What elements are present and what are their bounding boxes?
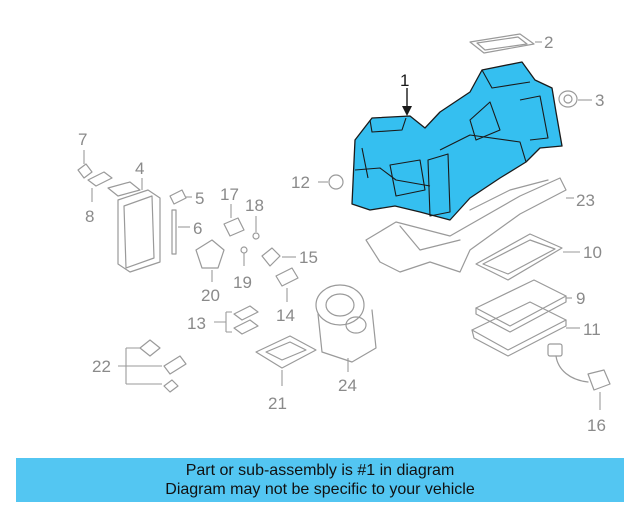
part-13-clips: 13 xyxy=(187,305,259,335)
label-10: 10 xyxy=(583,243,602,262)
part-6-tube: 6 xyxy=(171,209,202,255)
info-banner: Part or sub-assembly is #1 in diagram Di… xyxy=(16,458,624,502)
part-4-heater-core: 4 xyxy=(107,159,161,273)
part-17-actuator: 17 xyxy=(220,185,245,237)
part-12-clip: 12 xyxy=(291,173,344,192)
label-17: 17 xyxy=(220,185,239,204)
part-5-clamp: 5 xyxy=(169,189,204,208)
label-6: 6 xyxy=(193,219,202,238)
part-2-gasket: 2 xyxy=(469,33,553,54)
part-16-harness: 16 xyxy=(547,343,611,435)
label-23: 23 xyxy=(576,191,595,210)
part-9-filter: 9 xyxy=(475,279,585,333)
label-4: 4 xyxy=(135,159,144,178)
part-23-duct: 23 xyxy=(365,177,595,273)
part-3-grommet: 3 xyxy=(558,90,604,110)
part-7-clip: 7 xyxy=(77,130,93,179)
label-12: 12 xyxy=(291,173,310,192)
label-15: 15 xyxy=(299,248,318,267)
part-22-drain-fittings: 22 xyxy=(92,339,187,393)
part-18-screw: 18 xyxy=(245,196,264,240)
label-18: 18 xyxy=(245,196,264,215)
label-2: 2 xyxy=(544,33,553,52)
banner-line-1: Part or sub-assembly is #1 in diagram xyxy=(185,462,455,479)
part-14-bracket: 14 xyxy=(275,267,299,325)
label-8: 8 xyxy=(85,207,94,226)
label-1: 1 xyxy=(400,71,409,90)
part-1-hvac-housing: 1 xyxy=(351,61,563,221)
parts-diagram: 2 3 1 23 10 xyxy=(77,33,611,435)
label-3: 3 xyxy=(595,91,604,110)
label-11: 11 xyxy=(583,320,601,339)
part-19-screw: 19 xyxy=(233,246,252,292)
part-15-sensor: 15 xyxy=(261,247,318,267)
part-24-blower-motor: 24 xyxy=(315,284,377,395)
part-20-actuator: 20 xyxy=(195,239,225,305)
part-21-module: 21 xyxy=(255,335,317,413)
label-9: 9 xyxy=(576,289,585,308)
part-8-seal: 8 xyxy=(85,171,113,226)
label-20: 20 xyxy=(201,286,220,305)
part-11-cover: 11 xyxy=(471,301,601,357)
label-5: 5 xyxy=(195,189,204,208)
part-10-filter: 10 xyxy=(475,233,602,281)
label-14: 14 xyxy=(276,306,295,325)
label-24: 24 xyxy=(338,376,357,395)
label-21: 21 xyxy=(268,394,287,413)
label-19: 19 xyxy=(233,273,252,292)
banner-line-2: Diagram may not be specific to your vehi… xyxy=(165,481,475,498)
label-16: 16 xyxy=(587,416,606,435)
label-22: 22 xyxy=(92,357,111,376)
label-7: 7 xyxy=(78,130,87,149)
label-13: 13 xyxy=(187,314,206,333)
